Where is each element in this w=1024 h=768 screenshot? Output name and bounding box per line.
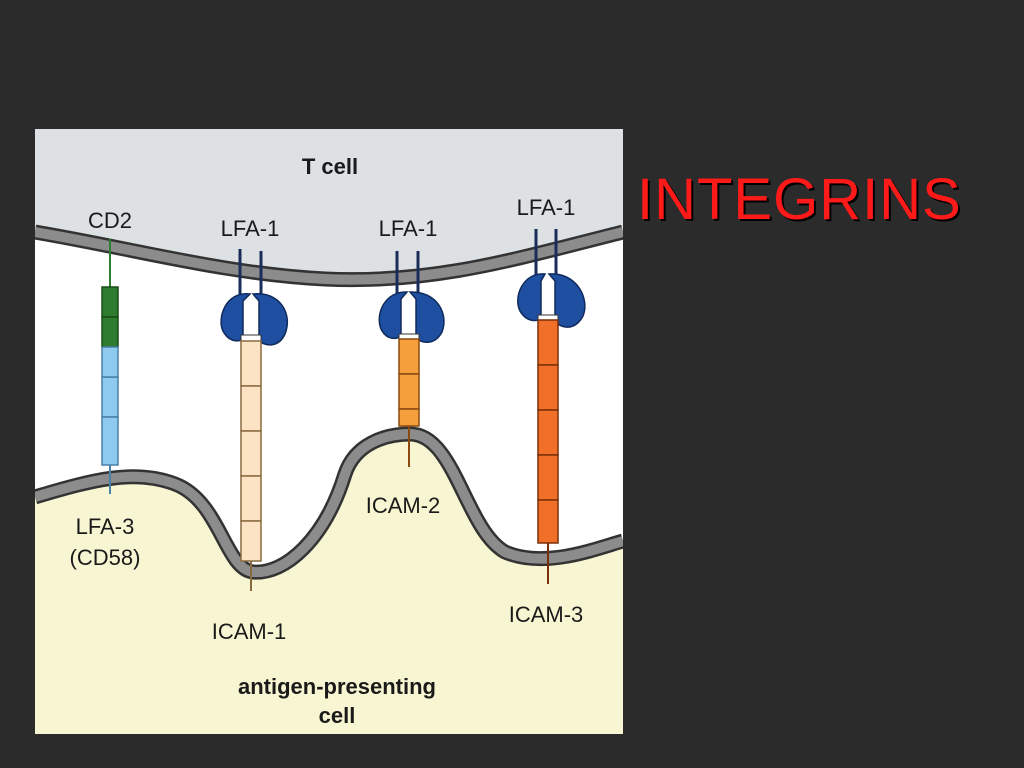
apc-label-line2: cell bbox=[319, 703, 356, 728]
cd58-label: (CD58) bbox=[70, 545, 141, 570]
icam3-label: ICAM-3 bbox=[509, 602, 584, 627]
lfa1-label-2: LFA-1 bbox=[379, 216, 438, 241]
cd2-lfa3-pair bbox=[101, 239, 119, 494]
diagram-svg: T cell CD2 LFA-1 LFA-1 LFA-1 LFA-3 (CD58… bbox=[35, 129, 623, 734]
cell-adhesion-diagram: T cell CD2 LFA-1 LFA-1 LFA-1 LFA-3 (CD58… bbox=[35, 129, 623, 734]
t-cell-region bbox=[35, 129, 623, 280]
apc-label-line1: antigen-presenting bbox=[238, 674, 436, 699]
lfa1-icam3-pair bbox=[517, 229, 586, 584]
lfa1-icam2-pair bbox=[378, 251, 445, 467]
icam1-label: ICAM-1 bbox=[212, 619, 287, 644]
lfa1-label-3: LFA-1 bbox=[517, 195, 576, 220]
icam2-label: ICAM-2 bbox=[366, 493, 441, 518]
lfa1-label-1: LFA-1 bbox=[221, 216, 280, 241]
cd2-label: CD2 bbox=[88, 208, 132, 233]
lfa3-label: LFA-3 bbox=[76, 514, 135, 539]
lfa1-icam1-pair bbox=[220, 249, 289, 591]
apc-region bbox=[35, 434, 623, 734]
slide-title: INTEGRINS bbox=[637, 167, 962, 232]
t-cell-label: T cell bbox=[302, 154, 358, 179]
